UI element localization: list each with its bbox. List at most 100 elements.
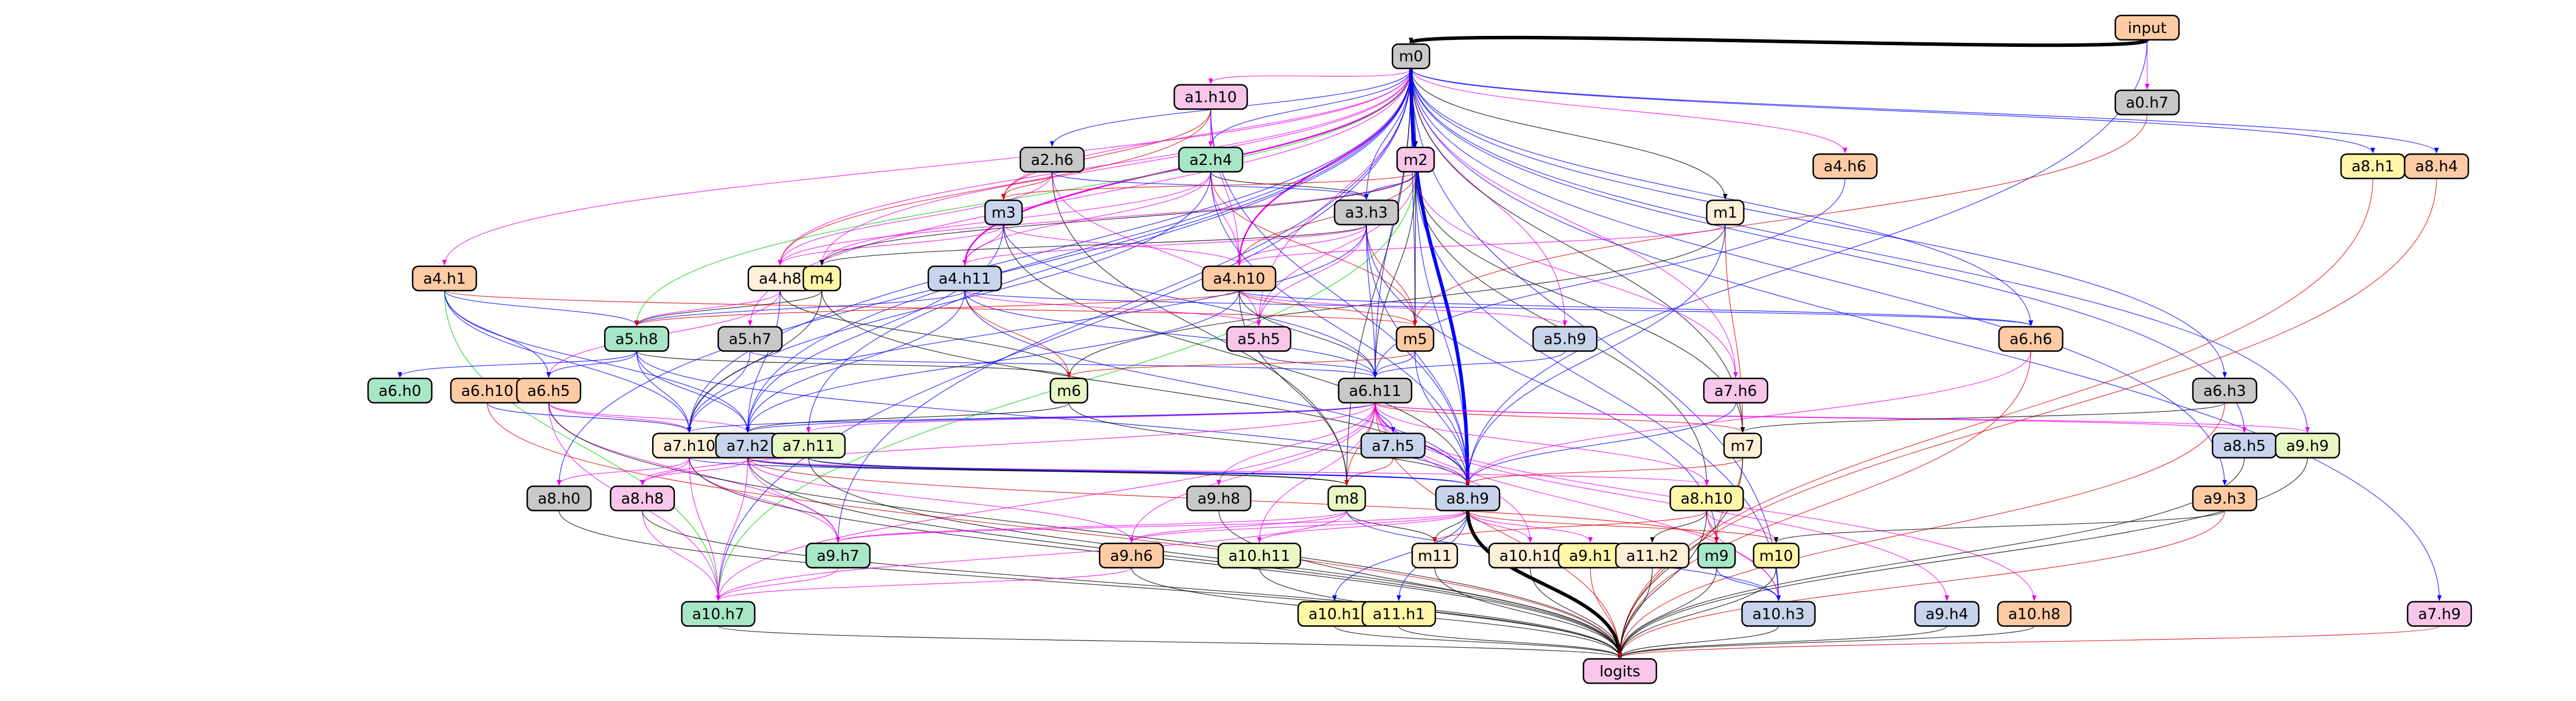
node-label: a4.h10 [1213,270,1265,288]
edge-a8-h9-to-a9-h7 [836,510,1468,543]
node-label: a6.h5 [527,383,570,400]
edge-a6-h11-to-a9-h9 [1375,402,2310,433]
node-a11-h1: a11.h1 [1361,601,1436,627]
edge-m0-to-m4 [820,68,1412,266]
edge-a6-h11-to-a8-h8 [640,402,1376,486]
node-a9-h4: a9.h4 [1914,601,1980,627]
edge-a8-h8-to-logits [642,510,1622,659]
node-label: m2 [1403,152,1428,169]
edge-m0-to-a4-h6 [1410,68,1847,154]
edge-a2-h4-to-a8-h9 [1210,171,1470,486]
node-box [604,326,670,352]
edge-m9-to-logits [1618,567,1717,659]
node-box [1217,542,1302,569]
node-label: a8.h8 [621,490,664,508]
node-a8-h5: a8.h5 [2211,432,2277,459]
edge-m0-to-a2-h4 [1208,68,1412,147]
node-box [516,377,582,404]
edge-a4-h10-to-a6-h6 [1239,290,2033,326]
edge-a6-h11-to-a10-h10 [1375,402,1533,543]
edge-a2-h6-to-m8 [1052,171,1349,486]
edge-a8-h9-to-a10-h10 [1467,510,1533,543]
node-box [1178,146,1244,173]
node-a4-h8: a4.h8 [747,265,813,292]
node-box [1998,326,2064,352]
edge-m0-to-a1-h10 [1208,68,1412,85]
edge-a6-h6-to-a8-h9 [1465,351,2031,486]
node-label: a7.h10 [663,438,715,455]
edge-a7-h2-to-a8-h10 [747,457,1709,486]
edge-a10-h1-to-logits [1334,626,1622,659]
node-box [1327,485,1366,512]
edge-a6-h10-to-a7-h10 [487,402,692,433]
edge-a10-h3-to-logits [1618,626,1779,659]
edge-a2-h4-to-a3-h3 [1210,171,1369,200]
node-box [1333,199,1399,226]
node-label: a8.h10 [1681,490,1733,508]
node-m1: m1 [1706,199,1745,226]
edge-a5-h9-to-a6-h11 [1373,351,1566,378]
node-a4-h11: a4.h11 [927,265,1002,292]
node-label: m8 [1335,490,1359,508]
edge-a1-h10-to-a4-h8 [778,109,1211,266]
node-label: m11 [1418,548,1451,565]
edge-a8-h10-to-logits [1618,510,1707,659]
edge-m0-to-m1 [1410,68,1728,200]
edge-a6-h11-to-a9-h8 [1217,402,1376,486]
node-label: a7.h2 [726,438,769,455]
edge-m8-to-a9-h7 [836,510,1347,543]
node-box [984,199,1023,226]
node-a3-h3: a3.h3 [1333,199,1399,226]
edge-a6-h3-to-logits [1618,402,2225,659]
node-label: a8.h9 [1446,490,1489,508]
node-box [1360,432,1426,459]
edge-a7-h11-to-m8 [808,457,1349,486]
node-box [2114,14,2180,41]
edge-a3-h3-to-a4-h11 [962,224,1367,266]
edge-m2-to-a7-h6 [1415,171,1738,378]
node-a8-h8: a8.h8 [609,485,675,512]
node-label: m3 [991,204,1016,222]
node-box [771,432,846,459]
edge-input-to-a8-h9 [1465,39,2148,486]
node-a10-h7: a10.h7 [681,601,756,627]
edge-m0-to-a8-h9 [1409,68,1470,486]
node-m5: m5 [1395,326,1435,352]
edge-a1-h10-to-m3 [1001,109,1211,200]
edge-m0-to-a6-h6 [1410,68,2033,326]
node-box [1411,542,1458,569]
node-a10-h1: a10.h1 [1297,601,1372,627]
node-box [2192,377,2258,404]
edge-m8-to-a9-h6 [1129,510,1347,543]
node-box [1706,199,1745,226]
edge-a4-h10-to-a5-h8 [634,290,1240,326]
edge-a5-h8-to-a7-h2 [636,351,750,433]
node-m9: m9 [1697,542,1736,569]
node-label: a9.h7 [817,548,859,565]
node-label: a5.h9 [1544,331,1586,348]
edge-m0-to-a9-h9 [1410,68,2310,433]
node-box [1435,485,1501,512]
node-a7-h2: a7.h2 [715,432,781,459]
node-a10-h10: a10.h10 [1488,542,1572,569]
edge-a4-h11-to-a6-h6 [964,290,2033,326]
edge-a8-h10-to-m11 [1432,510,1707,543]
node-label: a11.h1 [1373,606,1425,623]
node-box [2274,432,2340,459]
edge-a8-h9-to-logits [1466,510,1622,659]
node-label: a5.h7 [729,331,771,348]
node-a7-h10: a7.h10 [652,432,727,459]
edge-m7-to-a8-h9 [1465,457,1743,486]
edge-m9-to-a10-h3 [1716,567,1781,601]
node-label: a9.h3 [2203,490,2246,508]
edge-a6-h5-to-logits [548,402,1622,659]
node-box [1186,485,1252,512]
node-box [2192,485,2258,512]
node-label: a8.h0 [538,490,580,508]
edge-a8-h9-to-a9-h1 [1467,510,1593,543]
edge-m0-to-a8-h4 [1410,68,2439,154]
edge-a8-h9-to-m10 [1467,510,1778,543]
edge-m0-to-a8-h1 [1410,68,2375,154]
